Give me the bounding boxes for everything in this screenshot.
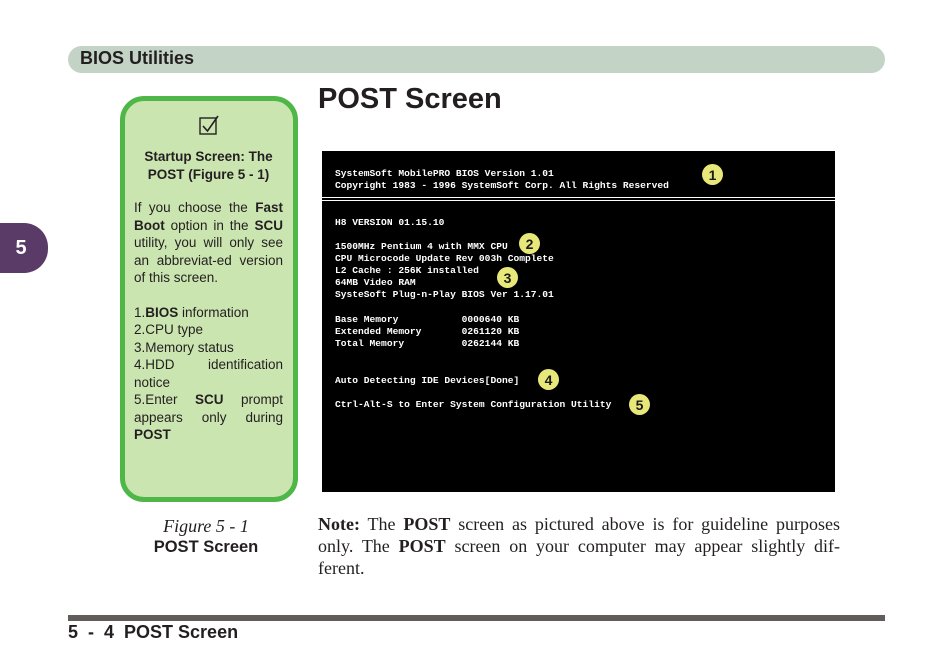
list-item: 4.HDD identification notice xyxy=(134,357,283,390)
list-item: 3.Memory status xyxy=(134,339,234,355)
post-divider xyxy=(322,197,835,198)
text-run: 5.Enter xyxy=(134,392,195,407)
post-line: Ctrl-Alt-S to Enter System Configuration… xyxy=(335,399,612,410)
bold-run: Fast Boot xyxy=(134,200,283,233)
post-line: Copyright 1983 - 1996 SystemSoft Corp. A… xyxy=(335,180,669,191)
post-line: SystemSoft MobilePRO BIOS Version 1.01 xyxy=(335,168,554,179)
text-run: If you choose the xyxy=(134,200,256,215)
post-line: Extended Memory 0261120 KB xyxy=(335,326,520,337)
text-run: prompt appears only during xyxy=(134,392,283,425)
list-item: 1.BIOS information xyxy=(134,304,283,322)
chapter-tab: 5 xyxy=(0,223,48,273)
callout-marker: 4 xyxy=(538,369,559,390)
sidebar-heading: Startup Screen: The POST (Figure 5 - 1) xyxy=(134,148,283,183)
sidebar-list: 1.BIOS information 2.CPU type 3.Memory s… xyxy=(134,304,283,444)
text-run: screen on your computer may appear sligh… xyxy=(318,536,841,578)
section-title: BIOS Utilities xyxy=(80,48,195,68)
list-item: 5.Enter SCU prompt appears only during P… xyxy=(134,391,283,444)
text-run: 1. xyxy=(134,304,146,320)
bold-run: SCU xyxy=(195,392,224,407)
header-bar: BIOS Utilities xyxy=(68,46,885,73)
sidebar-heading-line: Startup Screen: The xyxy=(144,149,273,164)
sidebar-box: Startup Screen: The POST (Figure 5 - 1) … xyxy=(120,96,298,502)
post-line: H8 VERSION 01.15.10 xyxy=(335,217,445,228)
page-footer: 5 - 4 POST Screen xyxy=(68,622,239,642)
note-paragraph: Note: The POST screen as pictured above … xyxy=(318,513,840,579)
sidebar-intro: If you choose the Fast Boot option in th… xyxy=(134,199,283,287)
bold-run: SCU xyxy=(254,217,283,233)
callout-marker: 5 xyxy=(629,394,650,415)
post-line: 1500MHz Pentium 4 with MMX CPU xyxy=(335,241,508,252)
page-title: POST Screen xyxy=(318,83,502,115)
bold-run: POST xyxy=(398,536,446,556)
post-line: Total Memory 0262144 KB xyxy=(335,338,520,349)
checkbox-checked-icon xyxy=(198,115,219,135)
text-run: option in the xyxy=(164,217,255,233)
callout-marker: 3 xyxy=(497,267,518,288)
sidebar-heading-line: POST (Figure 5 - 1) xyxy=(147,166,270,182)
bold-run: BIOS xyxy=(145,304,179,320)
post-line: Base Memory 0000640 KB xyxy=(335,314,520,325)
figure-caption: Figure 5 - 1 POST Screen xyxy=(120,515,292,557)
callout-marker: 1 xyxy=(702,164,723,185)
text-run: utility, you will only see an abbreviat-… xyxy=(134,235,283,285)
note-label: Note: xyxy=(318,514,360,534)
post-line: SysteSoft Plug-n-Play BIOS Ver 1.17.01 xyxy=(335,289,554,300)
bold-run: POST xyxy=(403,514,451,534)
bold-run: POST xyxy=(134,427,171,442)
list-item: 2.CPU type xyxy=(134,322,204,337)
post-divider xyxy=(322,200,835,201)
post-screen-image: SystemSoft MobilePRO BIOS Version 1.01 C… xyxy=(322,151,835,492)
text-run: The xyxy=(359,514,404,534)
figure-title: POST Screen xyxy=(153,538,259,556)
figure-number: Figure 5 - 1 xyxy=(163,516,249,536)
post-line: L2 Cache : 256K installed xyxy=(335,265,479,276)
callout-marker: 2 xyxy=(519,233,540,254)
post-line: 64MB Video RAM xyxy=(335,277,416,288)
text-run: screen as pictured above is for guidelin… xyxy=(318,514,840,556)
post-line: Auto Detecting IDE Devices[Done] xyxy=(335,375,520,386)
text-run: information xyxy=(178,304,249,320)
footer-bar xyxy=(68,615,885,621)
post-line: CPU Microcode Update Rev 003h Complete xyxy=(335,253,554,264)
